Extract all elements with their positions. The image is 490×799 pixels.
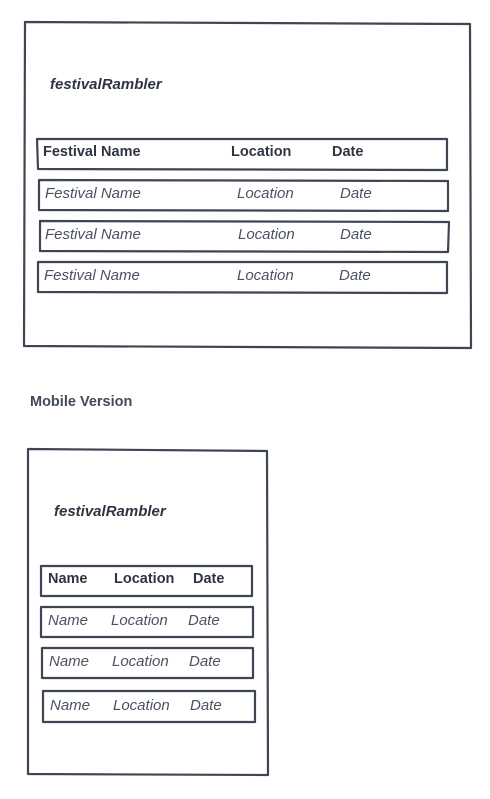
desktop-row-2-box <box>38 219 451 254</box>
desktop-row-1-box <box>37 178 450 213</box>
mobile-row-3-location: Location <box>113 697 170 714</box>
mobile-section-label: Mobile Version <box>30 394 133 410</box>
mobile-header-name: Name <box>48 571 88 587</box>
desktop-row-3-name: Festival Name <box>44 267 140 284</box>
desktop-row-3-box <box>36 260 449 295</box>
mobile-row-2-box <box>40 646 255 680</box>
desktop-row-2-date: Date <box>340 226 372 243</box>
mobile-header-date: Date <box>193 571 225 587</box>
desktop-row-1-date: Date <box>340 185 372 202</box>
mobile-header-row-box <box>39 564 254 598</box>
desktop-row-3-location: Location <box>237 267 294 284</box>
mobile-row-1-date: Date <box>188 612 220 629</box>
desktop-row-1-location: Location <box>237 185 294 202</box>
mobile-row-3-date: Date <box>190 697 222 714</box>
mobile-frame <box>26 447 270 777</box>
desktop-row-2-name: Festival Name <box>45 226 141 243</box>
desktop-row-3-date: Date <box>339 267 371 284</box>
desktop-row-1-name: Festival Name <box>45 185 141 202</box>
mobile-row-1-location: Location <box>111 612 168 629</box>
desktop-header-location: Location <box>231 144 292 160</box>
mobile-row-1-name: Name <box>48 612 89 629</box>
mobile-row-2-date: Date <box>189 653 221 670</box>
mobile-row-3-name: Name <box>50 697 91 714</box>
mobile-app-title: festivalRambler <box>54 503 166 520</box>
desktop-header-date: Date <box>332 144 364 160</box>
mobile-row-2-location: Location <box>112 653 169 670</box>
desktop-row-2-location: Location <box>238 226 295 243</box>
desktop-header-name: Festival Name <box>43 144 141 160</box>
desktop-header-row-box <box>35 137 449 172</box>
mobile-row-3-box <box>41 689 257 724</box>
mobile-row-2-name: Name <box>49 653 90 670</box>
mobile-row-1-box <box>39 605 255 639</box>
mobile-header-location: Location <box>114 571 175 587</box>
desktop-app-title: festivalRambler <box>50 76 162 93</box>
desktop-frame <box>22 20 473 350</box>
